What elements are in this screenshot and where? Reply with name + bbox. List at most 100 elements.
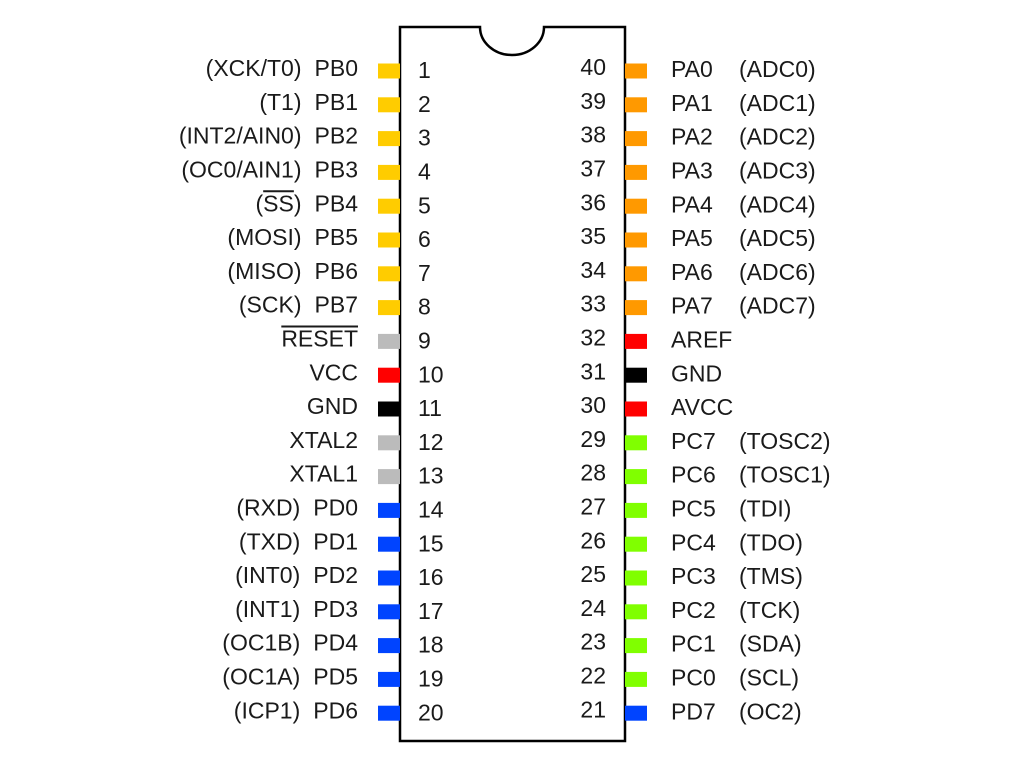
pin-pad-8 xyxy=(378,300,400,316)
pin-number-11: 11 xyxy=(418,395,442,421)
pin-pad-23 xyxy=(625,638,647,654)
pin-pad-40 xyxy=(625,63,647,79)
pin-number-16: 16 xyxy=(418,564,444,590)
pin-alt-function-24: (TCK) xyxy=(739,597,800,623)
pin-alt-function-23: (SDA) xyxy=(739,631,802,657)
pin-number-3: 3 xyxy=(418,125,431,151)
pin-pad-25 xyxy=(625,570,647,586)
pin-name-34: PA6 xyxy=(671,259,713,285)
pin-name-33: PA7 xyxy=(671,293,713,319)
pin-alt-function-22: (SCL) xyxy=(739,664,799,690)
pin-number-39: 39 xyxy=(580,88,606,114)
pin-number-1: 1 xyxy=(418,57,431,83)
pin-number-31: 31 xyxy=(580,358,606,384)
pin-alt-function-4: (OC0/AIN1) xyxy=(181,156,301,182)
pin-name-6: PB5 xyxy=(315,224,358,250)
pin-number-18: 18 xyxy=(418,632,444,658)
pin-alt-function-1: (XCK/T0) xyxy=(206,55,302,81)
pin-number-21: 21 xyxy=(580,696,606,722)
pin-name-24: PC2 xyxy=(671,597,716,623)
pin-number-22: 22 xyxy=(580,662,606,688)
pin-alt-function-26: (TDO) xyxy=(739,529,803,555)
pin-number-10: 10 xyxy=(418,361,444,387)
pin-number-6: 6 xyxy=(418,226,431,252)
pin-number-19: 19 xyxy=(418,665,444,691)
pin-pad-35 xyxy=(625,232,647,248)
pin-pad-19 xyxy=(378,671,400,687)
pin-alt-function-34: (ADC6) xyxy=(739,259,816,285)
pin-pad-24 xyxy=(625,604,647,620)
pin-name-4: PB3 xyxy=(315,156,358,182)
pin-pad-2 xyxy=(378,97,400,113)
pin-1: 1 PB0 (XCK/T0) xyxy=(206,55,431,83)
pin-pad-18 xyxy=(378,638,400,654)
pin-number-12: 12 xyxy=(418,429,444,455)
pin-alt-function-28: (TOSC1) xyxy=(739,462,831,488)
pin-alt-function-14: (RXD) xyxy=(236,494,300,520)
pin-name-22: PC0 xyxy=(671,664,716,690)
pin-number-20: 20 xyxy=(418,699,444,725)
pin-name-39: PA1 xyxy=(671,90,713,116)
pin-number-38: 38 xyxy=(580,122,606,148)
pin-alt-function-2: (T1) xyxy=(259,89,301,115)
pin-alt-function-29: (TOSC2) xyxy=(739,428,831,454)
pin-number-15: 15 xyxy=(418,530,444,556)
left-pin-column: 1PB0(XCK/T0)2PB1(T1)3PB2(INT2/AIN0)4PB3(… xyxy=(179,55,444,725)
pin-alt-function-17: (INT1) xyxy=(235,596,300,622)
pin-pad-32 xyxy=(625,333,647,349)
pin-pad-27 xyxy=(625,502,647,518)
pin-pad-26 xyxy=(625,536,647,552)
pin-number-9: 9 xyxy=(418,327,431,353)
pin-number-36: 36 xyxy=(580,189,606,215)
pin-number-26: 26 xyxy=(580,527,606,553)
pin-name-7: PB6 xyxy=(315,258,358,284)
pin-number-34: 34 xyxy=(580,257,606,283)
pin-pad-7 xyxy=(378,266,400,282)
chip-package-outline xyxy=(398,25,627,743)
pin-number-24: 24 xyxy=(580,595,606,621)
pin-name-18: PD4 xyxy=(313,630,358,656)
pin-pad-33 xyxy=(625,300,647,316)
pin-alt-function-37: (ADC3) xyxy=(739,157,816,183)
pin-number-5: 5 xyxy=(418,192,431,218)
pin-pad-1 xyxy=(378,63,400,79)
pin-alt-function-7: (MISO) xyxy=(227,258,301,284)
pin-pad-21 xyxy=(625,705,647,721)
pin-name-1: PB0 xyxy=(315,55,358,81)
pin-number-2: 2 xyxy=(418,91,431,117)
pin-name-17: PD3 xyxy=(313,596,358,622)
pin-name-35: PA5 xyxy=(671,225,713,251)
pin-name-8: PB7 xyxy=(315,292,358,318)
pin-pad-13 xyxy=(378,469,400,485)
pin-alt-function-16: (INT0) xyxy=(235,562,300,588)
pin-pad-16 xyxy=(378,570,400,586)
pin-alt-function-25: (TMS) xyxy=(739,563,803,589)
pin-number-40: 40 xyxy=(580,54,606,80)
pin-pad-10 xyxy=(378,367,400,383)
pin-alt-function-40: (ADC0) xyxy=(739,56,816,82)
pin-number-25: 25 xyxy=(580,561,606,587)
pin-alt-function-20: (ICP1) xyxy=(234,697,300,723)
pin-pad-34 xyxy=(625,266,647,282)
